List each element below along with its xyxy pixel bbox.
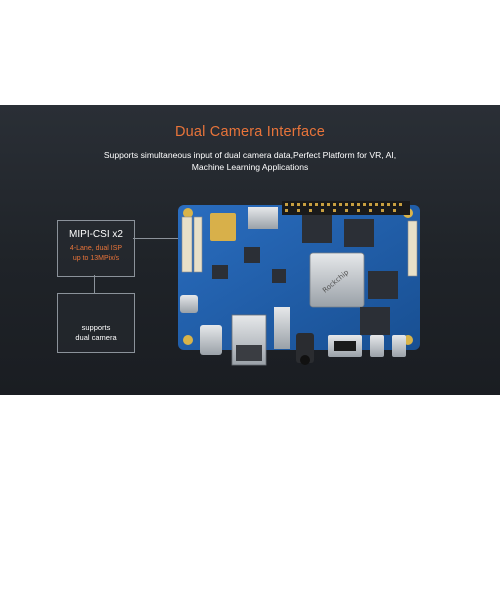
sbc-board-image: Rockchip <box>178 201 420 366</box>
mounting-hole <box>183 208 193 218</box>
callout-connector-vertical <box>94 275 95 293</box>
soc-chip <box>309 252 365 308</box>
dual-camera-text-line2: dual camera <box>75 333 117 342</box>
mipi-csi-detail-line2: up to 13MPix/s <box>72 255 120 262</box>
dual-camera-text-line1: supports <box>81 323 111 332</box>
banner-subtitle-line2: Machine Learning Applications <box>191 162 309 172</box>
ram-chip <box>360 307 390 335</box>
board-button <box>370 335 384 357</box>
sd-card-slot <box>248 207 278 229</box>
mipi-csi-title: MIPI-CSI x2 <box>69 229 123 240</box>
camera-aperture-icon <box>76 592 92 608</box>
ram-chip <box>344 219 374 247</box>
banner-subtitle-line1: Supports simultaneous input of dual came… <box>103 150 397 160</box>
camera-aperture-icon <box>100 592 116 608</box>
board-button <box>392 335 406 357</box>
banner-title: Dual Camera Interface <box>174 124 326 140</box>
mounting-hole <box>183 335 193 345</box>
wifi-module <box>210 213 236 241</box>
ic-chip <box>212 265 228 279</box>
dc-power-jack <box>200 325 222 355</box>
usb-c-port <box>180 295 198 313</box>
dsi-connector <box>407 220 418 277</box>
dual-camera-callout: supports dual camera <box>57 293 135 608</box>
ic-chip <box>244 247 260 263</box>
ram-chip <box>368 271 398 299</box>
usb-port <box>274 307 290 349</box>
mipi-csi-detail-line1: 4-Lane, dual ISP <box>69 245 123 252</box>
mipi-csi-connector <box>181 216 193 273</box>
mipi-csi-connector <box>193 216 203 273</box>
mipi-csi-callout: MIPI-CSI x2 4-Lane, dual ISP up to 13MPi… <box>57 220 135 277</box>
ram-chip <box>302 215 332 243</box>
ic-chip <box>272 269 286 283</box>
audio-jack <box>296 333 314 363</box>
callout-connector-horizontal <box>133 238 179 239</box>
